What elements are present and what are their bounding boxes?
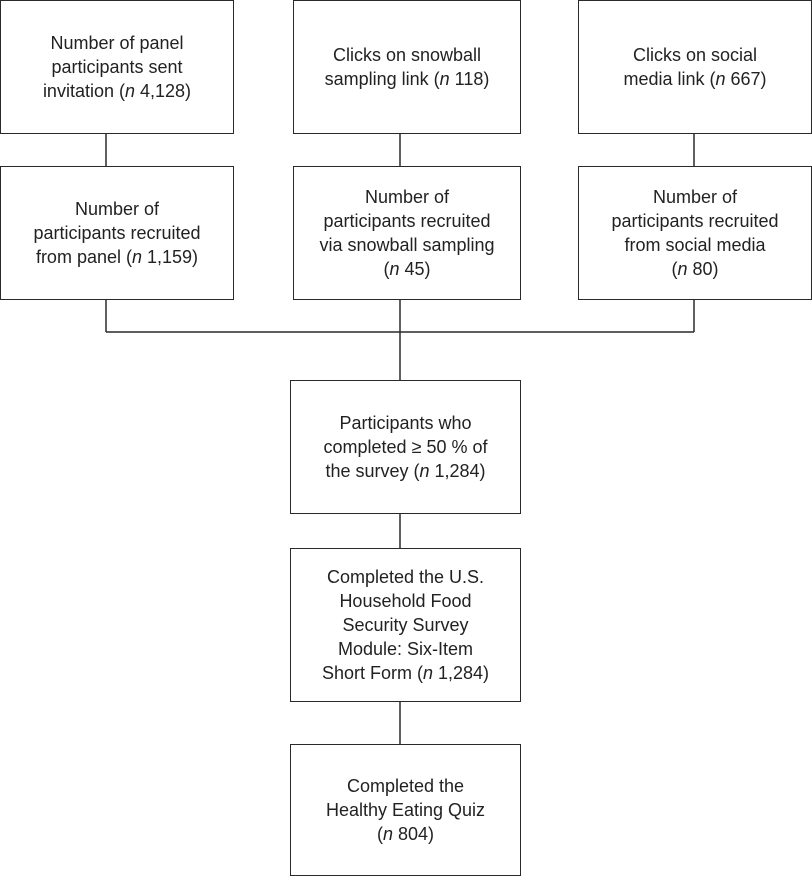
count-value: 1,284) xyxy=(432,663,490,683)
count-prefix: ( xyxy=(671,259,678,279)
count-value: 4,128) xyxy=(135,81,192,101)
count-line: the survey (n 1,284) xyxy=(324,459,488,483)
count-value: 1,284) xyxy=(429,461,486,481)
box-text-line: Clicks on social xyxy=(632,45,758,65)
count-line: (n 804) xyxy=(326,822,485,846)
box-text-line: Number of xyxy=(364,187,450,207)
box-text: Number of participants recruited from soci… xyxy=(611,185,778,281)
count-value: 1,159) xyxy=(142,247,199,267)
box-text-line: completed ≥ 50 % of xyxy=(323,437,488,457)
box-text-line: participants recruited xyxy=(611,211,779,231)
count-value: 45) xyxy=(399,259,431,279)
n-symbol: n xyxy=(422,663,433,683)
count-line: (n 80) xyxy=(611,257,778,281)
count-prefix: invitation ( xyxy=(42,81,125,101)
social-media-recruited-box: Number of participants recruited from soci… xyxy=(578,166,812,300)
box-text-line: Household Food xyxy=(339,591,472,611)
count-prefix: Short Form ( xyxy=(321,663,423,683)
snowball-recruited-box: Number of participants recruited via snowb… xyxy=(293,166,521,300)
count-line: Short Form (n 1,284) xyxy=(322,661,489,685)
box-text-line: Security Survey xyxy=(342,615,469,635)
count-prefix: ( xyxy=(376,824,383,844)
count-value: 80) xyxy=(687,259,719,279)
n-symbol: n xyxy=(715,69,726,89)
count-prefix: ( xyxy=(383,259,390,279)
box-text-line: Module: Six-Item xyxy=(337,639,474,659)
box-text-line: Clicks on snowball xyxy=(332,45,482,65)
box-text-line: Healthy Eating Quiz xyxy=(325,800,486,820)
n-symbol: n xyxy=(124,81,135,101)
count-prefix: media link ( xyxy=(623,69,716,89)
box-text-line: participants recruited xyxy=(323,211,491,231)
n-symbol: n xyxy=(439,69,450,89)
box-text-line: from social media xyxy=(624,235,766,255)
n-symbol: n xyxy=(131,247,142,267)
count-value: 804) xyxy=(392,824,435,844)
box-text-line: Completed the xyxy=(346,776,465,796)
count-prefix: sampling link ( xyxy=(324,69,440,89)
n-symbol: n xyxy=(677,259,688,279)
count-line: media link (n 667) xyxy=(623,67,766,91)
count-prefix: the survey ( xyxy=(325,461,420,481)
box-text-line: participants sent xyxy=(51,57,183,77)
box-text-line: Completed the U.S. xyxy=(326,567,485,587)
box-text-line: Number of xyxy=(74,199,160,219)
box-text-line: participants recruited xyxy=(33,223,201,243)
count-value: 118) xyxy=(449,69,490,89)
count-line: invitation (n 4,128) xyxy=(43,79,191,103)
count-line: sampling link (n 118) xyxy=(325,67,490,91)
box-text-line: Number of xyxy=(652,187,738,207)
count-line: (n 45) xyxy=(319,257,494,281)
count-prefix: from panel ( xyxy=(35,247,132,267)
box-text-line: via snowball sampling xyxy=(319,235,495,255)
n-symbol: n xyxy=(389,259,400,279)
box-text: Number of participants recruited via snowb… xyxy=(319,185,494,281)
box-text-line: Number of panel xyxy=(50,33,184,53)
n-symbol: n xyxy=(419,461,430,481)
box-text-line: Participants who xyxy=(339,413,472,433)
count-value: 667) xyxy=(725,69,767,89)
count-line: from panel (n 1,159) xyxy=(33,245,200,269)
n-symbol: n xyxy=(382,824,393,844)
